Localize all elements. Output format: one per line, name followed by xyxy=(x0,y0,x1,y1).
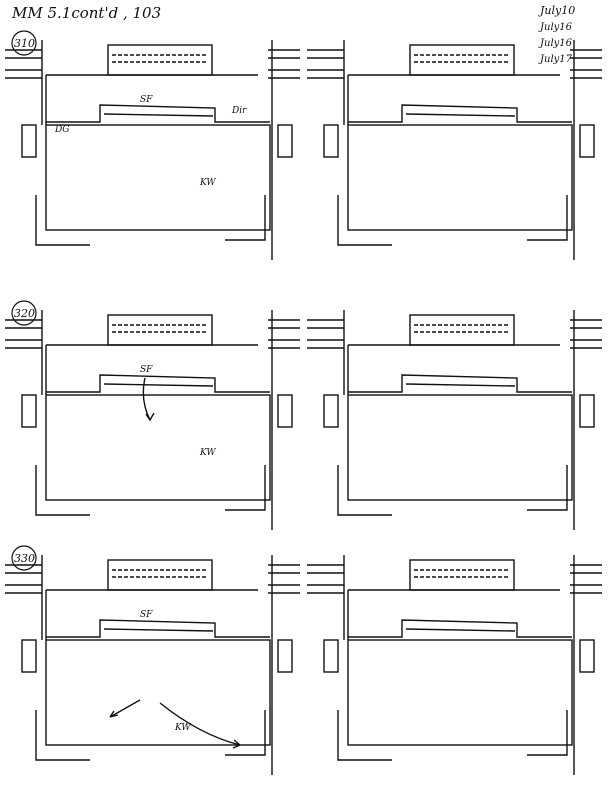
floor-plan-panel xyxy=(307,310,602,530)
note-sf: SF xyxy=(140,95,153,105)
note-kw: KW xyxy=(199,448,216,458)
note-sf: SF xyxy=(140,610,153,620)
note-sf: SF xyxy=(140,365,153,375)
note-dir: Dir xyxy=(231,106,247,116)
floor-plan-panel xyxy=(307,555,602,775)
date-4: July17 xyxy=(538,54,573,65)
room-number: 310 xyxy=(14,37,35,50)
date-2: July16 xyxy=(538,22,573,33)
room-number: 330 xyxy=(14,552,35,565)
note-dg: DG xyxy=(54,125,69,135)
note-kw: KW xyxy=(174,723,191,733)
date-3: July16 xyxy=(538,38,573,49)
room-number: 320 xyxy=(14,307,35,320)
date-1: July10 xyxy=(538,4,575,17)
floor-plan-panel xyxy=(307,40,602,260)
note-kw: KW xyxy=(199,178,216,188)
page-title: MM 5.1cont'd , 103 xyxy=(11,4,161,22)
